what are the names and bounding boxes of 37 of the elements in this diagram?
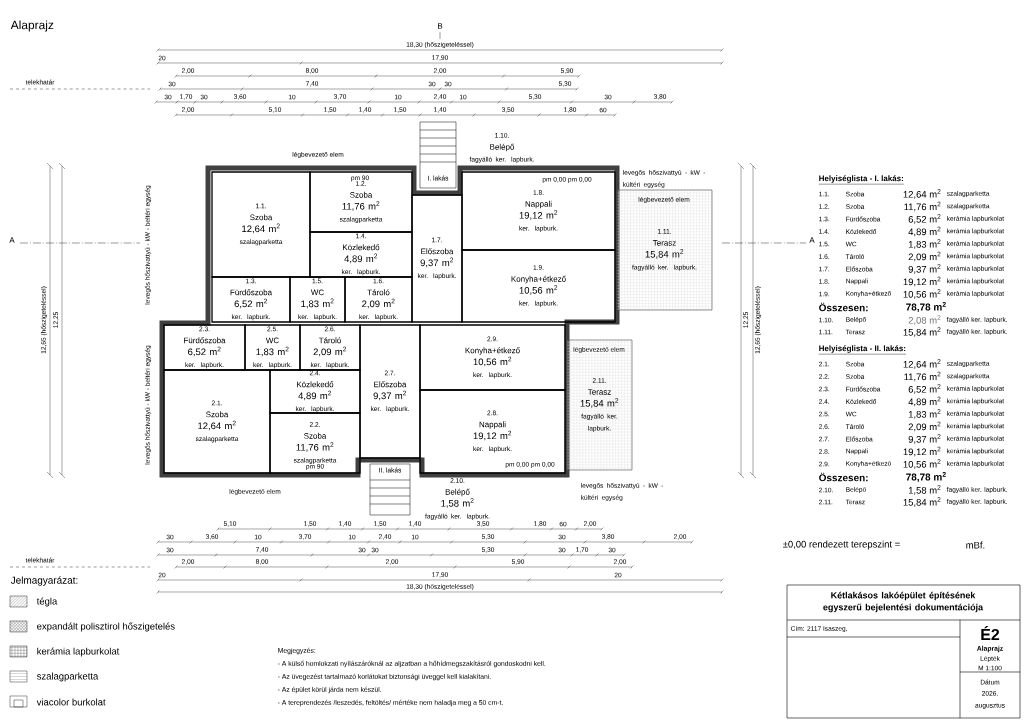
table-cell: 19,12 m$^{2}$ <box>903 446 941 457</box>
table-total: 78,78 m$^{2}$ <box>906 302 946 312</box>
level-note: mBf. <box>966 541 985 549</box>
table-cell: 11,76 m$^{2}$ <box>904 201 941 212</box>
table-cell: 10,56 m$^{2}$ <box>903 289 941 299</box>
table-total: Összesen: <box>819 472 868 482</box>
table-cell: 6,52 m$^{2}$ <box>908 384 941 394</box>
table-cell: 15,84 m$^{2}$ <box>903 497 941 507</box>
legend-text: viacolor burkolat <box>36 698 106 706</box>
legend-text: szalagparketta <box>36 672 99 682</box>
table-cell: 12,64 m$^{2}$ <box>903 189 941 199</box>
table-cell: 1,83 m$^{2}$ <box>908 409 941 419</box>
table-cell: 2,09 m$^{2}$ <box>908 251 941 262</box>
sheet-number: É2 <box>981 625 1000 641</box>
table-cell: 9,37 m$^{2}$ <box>908 264 941 274</box>
level-note: ±0,00 rendezett terepszint = <box>783 540 900 550</box>
table-cell: 4,89 m$^{2}$ <box>908 226 941 237</box>
table-cell: 15,84 m$^{2}$ <box>903 327 941 337</box>
legend-text: kerámia lapburkolat <box>37 647 120 657</box>
table-cell: 1,58 m$^{2}$ <box>908 485 941 495</box>
table-cell: 2,08 m$^{2}$ <box>908 315 941 325</box>
table-cell: 2,09 m$^{2}$ <box>908 421 941 432</box>
legend-text: tégla <box>36 597 58 607</box>
table-cell: 1,83 m$^{2}$ <box>908 239 941 249</box>
table-cell: 6,52 m$^{2}$ <box>908 214 941 224</box>
table-cell: 12,64 m$^{2}$ <box>903 359 941 369</box>
table-cell: 19,12 m$^{2}$ <box>903 276 941 287</box>
table-total: Összesen: <box>819 302 868 312</box>
title-block-heading: Kétlakásos lakóépület építésének egyszerű bejelentési dokumentációja <box>823 591 984 613</box>
table-total: 78,78 m$^{2}$ <box>906 472 946 482</box>
table-cell: 10,56 m$^{2}$ <box>903 459 941 469</box>
page-title: Alaprajz <box>10 20 54 32</box>
legend-heading: Jelmagyarázat: <box>10 576 78 586</box>
table-cell: 11,76 m$^{2}$ <box>904 371 941 382</box>
table-cell: 9,37 m$^{2}$ <box>908 434 941 444</box>
table-cell: 4,89 m$^{2}$ <box>908 396 941 407</box>
legend-text: expandált polisztirol hőszigetelés <box>37 622 175 632</box>
